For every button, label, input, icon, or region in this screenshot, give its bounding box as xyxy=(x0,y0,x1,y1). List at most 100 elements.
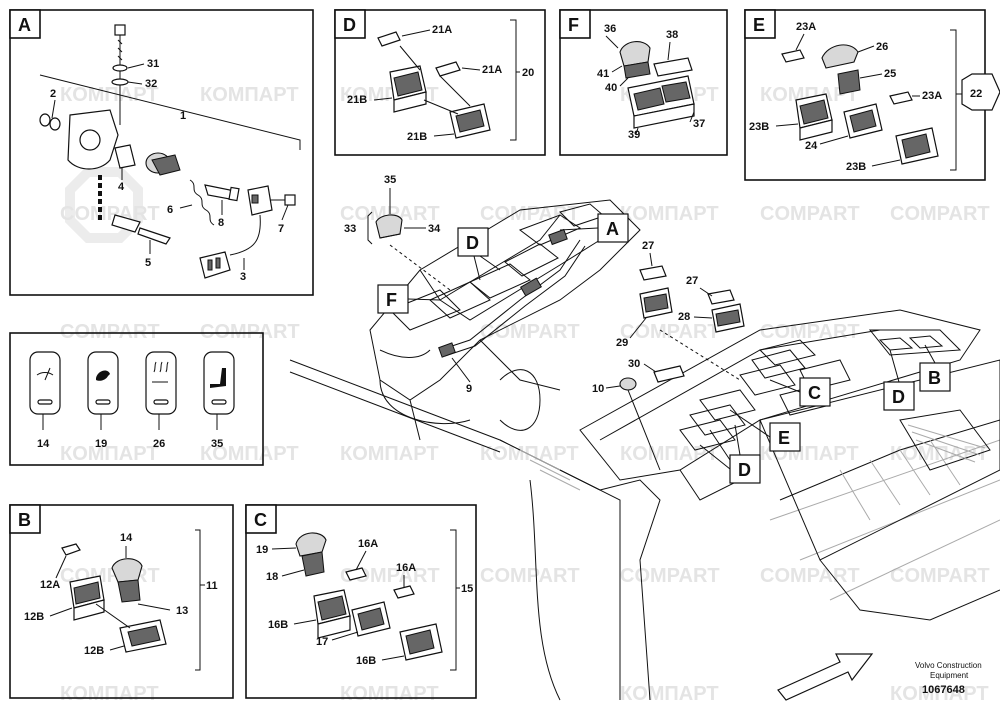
watermark-text: COMPART xyxy=(760,321,860,343)
part-number: 33 xyxy=(344,223,356,235)
rabbit-icon xyxy=(87,351,119,415)
part-number: 12B xyxy=(24,611,44,623)
part-number: 3 xyxy=(240,271,246,283)
part-number: 19 xyxy=(95,438,107,450)
part-number: 11 xyxy=(206,580,218,592)
part-number: 16A xyxy=(358,538,378,550)
part-number: 23A xyxy=(796,21,816,33)
panel-letter: C xyxy=(254,510,267,530)
panel-letter: A xyxy=(18,15,31,35)
part-number: 2 xyxy=(50,88,56,100)
part-number: 36 xyxy=(604,23,616,35)
panel-d: D 20 21A 21A 21B 21B xyxy=(334,9,546,156)
main-callouts: A D F C E D D B 35 33 34 xyxy=(344,174,951,484)
part-number: 32 xyxy=(145,78,157,90)
drawing-number: 1067648 xyxy=(922,684,965,696)
watermark-text: КОМПАРТ xyxy=(890,683,989,705)
part-number: 35 xyxy=(211,438,223,450)
part-number: 7 xyxy=(278,223,284,235)
part-number: 12B xyxy=(84,645,104,657)
part-number: 27 xyxy=(642,240,654,252)
part-number: 1 xyxy=(180,110,186,122)
part-number: 24 xyxy=(805,140,818,152)
panel-switch-icons: 14 19 26 35 xyxy=(9,332,264,466)
watermark-text: COMPART xyxy=(620,565,720,587)
watermark-text: COMPART xyxy=(60,321,160,343)
part-number: 18 xyxy=(266,571,278,583)
panel-f: F 36 41 40 38 39 37 xyxy=(559,9,728,156)
footer-brand: Volvo Construction Equipment 1067648 xyxy=(915,661,982,696)
callout-letter: D xyxy=(466,233,479,253)
part-number: 9 xyxy=(466,383,472,395)
callout-letter: B xyxy=(928,368,941,388)
watermark-text: COMPART xyxy=(340,565,440,587)
part-number: 23B xyxy=(846,161,866,173)
part-number: 5 xyxy=(145,257,151,269)
part-number: 30 xyxy=(628,358,640,370)
watermark-text: КОМПАРТ xyxy=(620,203,719,225)
callout-letter: D xyxy=(892,387,905,407)
part-number: 26 xyxy=(153,438,165,450)
part-number: 38 xyxy=(666,29,678,41)
callout-letter: C xyxy=(808,383,821,403)
panel-b: B 11 14 12A 12B 13 12B xyxy=(9,504,234,699)
watermark-text: COMPART xyxy=(890,565,990,587)
part-number: 27 xyxy=(686,275,698,287)
part-number: 41 xyxy=(597,68,609,80)
panel-letter: F xyxy=(568,15,579,35)
part-number: 23B xyxy=(749,121,769,133)
part-number: 17 xyxy=(316,636,328,648)
part-number: 6 xyxy=(167,204,173,216)
watermark-text: КОМПАРТ xyxy=(60,443,159,465)
watermark-texts: КОМПАРТ КОМПАРТ КОМПАРТ КОМПАРТ КОМПАРТ … xyxy=(60,84,990,705)
part-number: 40 xyxy=(605,82,617,94)
part-number: 37 xyxy=(693,118,705,130)
watermark-text: COMPART xyxy=(480,203,580,225)
watermark-text: COMPART xyxy=(480,565,580,587)
watermark-text: КОМПАРТ xyxy=(340,443,439,465)
part-number: 19 xyxy=(256,544,268,556)
part-number: 22 xyxy=(970,88,982,100)
callout-letter: A xyxy=(606,219,619,239)
watermark-text: КОМПАРТ xyxy=(60,84,159,106)
panel-a: A 1 31 32 2 4 6 8 xyxy=(9,9,314,296)
watermark-text: COMPART xyxy=(890,203,990,225)
callout-letter: D xyxy=(738,460,751,480)
part-number: 16A xyxy=(396,562,416,574)
wiper-icon xyxy=(29,351,61,415)
panel-letter: D xyxy=(343,15,356,35)
panel-e: E 22 23A 26 25 23A 23B 24 23B xyxy=(744,9,1000,181)
watermark-text: КОМПАРТ xyxy=(200,84,299,106)
watermark-text: КОМПАРТ xyxy=(620,443,719,465)
part-number: 14 xyxy=(120,532,133,544)
part-number: 21B xyxy=(407,131,427,143)
part-number: 34 xyxy=(428,223,441,235)
watermark-text: КОМПАРТ xyxy=(200,443,299,465)
brand-line: Volvo Construction xyxy=(915,661,982,670)
part-number: 15 xyxy=(461,583,473,595)
watermark-text: COMPART xyxy=(620,321,720,343)
main-assembly-illustration xyxy=(289,199,1000,701)
watermark-text: COMPART xyxy=(60,203,160,225)
panel-letter: B xyxy=(18,510,31,530)
part-number: 26 xyxy=(876,41,888,53)
seat-heater-icon xyxy=(145,351,177,415)
part-number: 14 xyxy=(37,438,50,450)
watermark-text: КОМПАРТ xyxy=(760,84,859,106)
part-number: 25 xyxy=(884,68,896,80)
part-number: 8 xyxy=(218,217,224,229)
part-number: 13 xyxy=(176,605,188,617)
watermark-text: COMPART xyxy=(760,565,860,587)
part-number: 35 xyxy=(384,174,396,186)
panel-letter: E xyxy=(753,15,765,35)
part-number: 4 xyxy=(118,181,125,193)
part-number: 16B xyxy=(268,619,288,631)
callout-letter: E xyxy=(778,428,790,448)
part-number: 21A xyxy=(432,24,452,36)
watermark-text: COMPART xyxy=(200,321,300,343)
part-number: 23A xyxy=(922,90,942,102)
part-number: 16B xyxy=(356,655,376,667)
watermark-text: КОМПАРТ xyxy=(620,683,719,705)
watermark-layer xyxy=(65,167,143,243)
